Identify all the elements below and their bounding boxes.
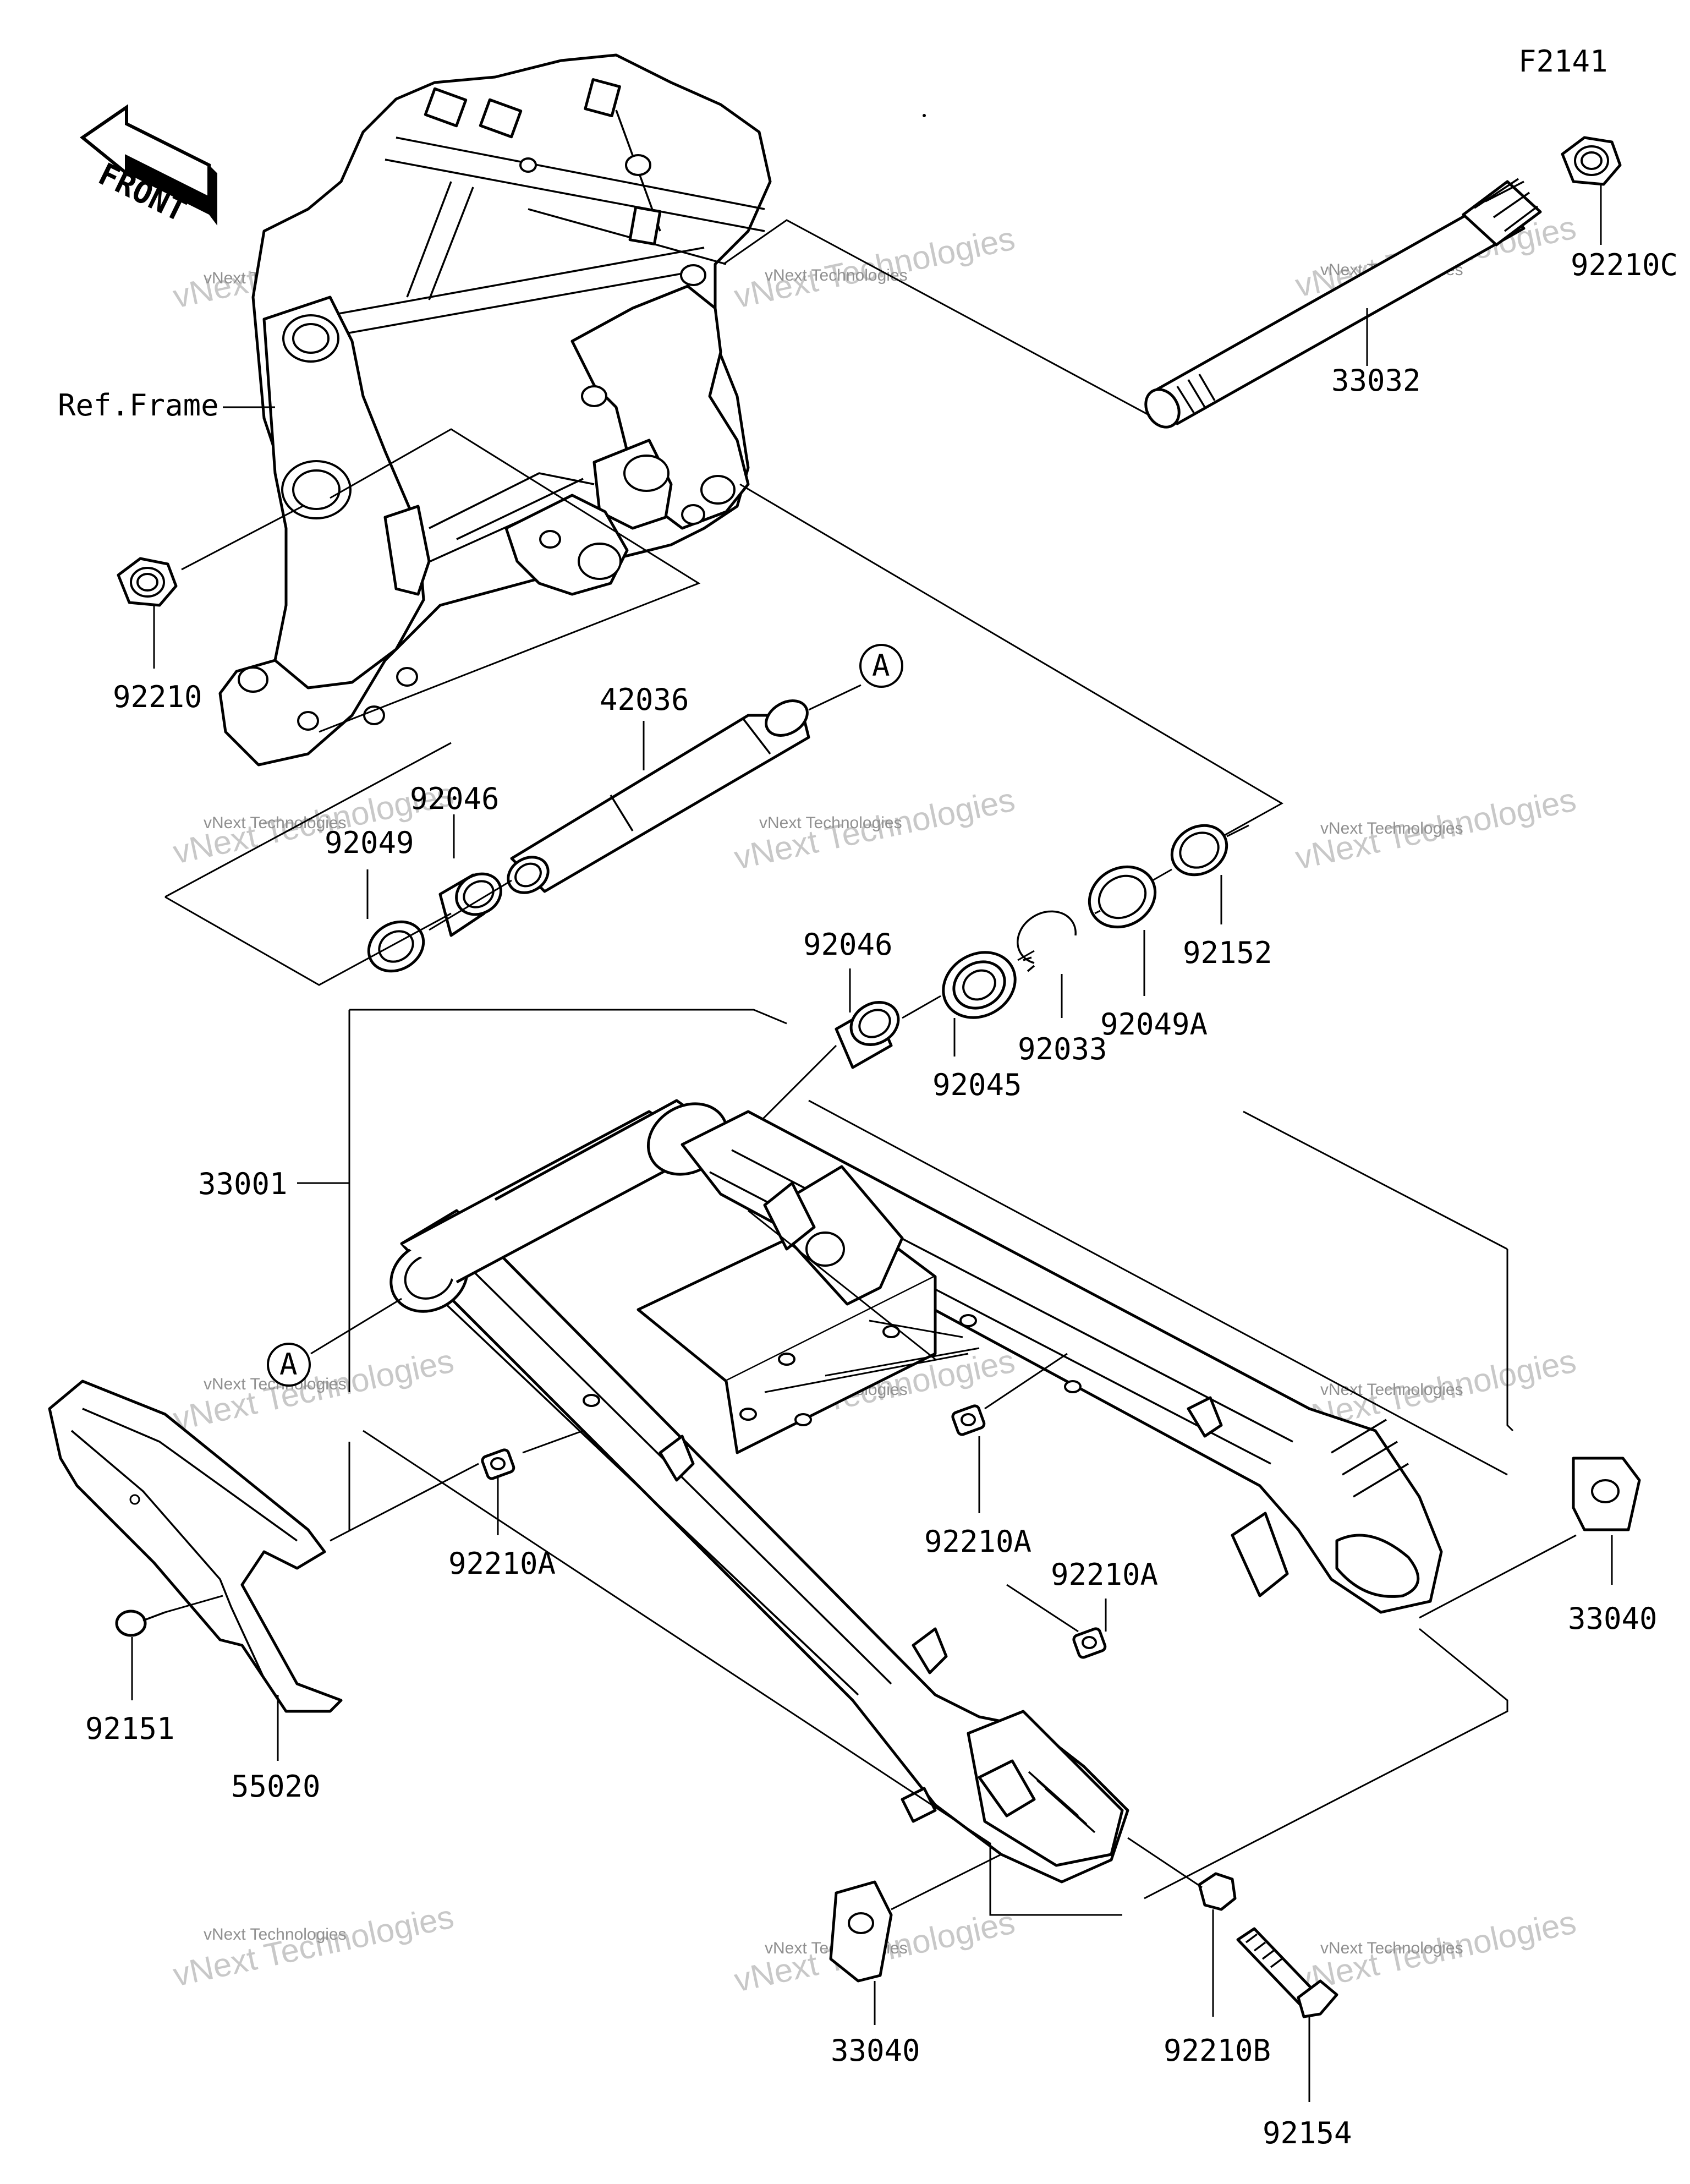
label-92046-mid: 92046 [803, 927, 893, 962]
label-33032: 33032 [1331, 363, 1421, 398]
stray-dot [923, 114, 926, 117]
swingarm-guide-bottom-left [363, 1430, 1122, 1916]
shock-mount-lines [748, 1209, 980, 1393]
svg-text:vNext Technologies: vNext Technologies [765, 266, 908, 284]
bolt-92154-icon [1236, 1927, 1338, 2018]
sleeve-92152 [1170, 824, 1228, 877]
bearing-alignment-line [747, 824, 1249, 1135]
adjuster-33040-right-icon [1572, 1457, 1641, 1531]
nut-92210A-mid-icon [951, 1404, 986, 1436]
label-92210A-right: 92210A [1051, 1557, 1158, 1592]
callout-a-left-line [310, 1298, 402, 1355]
needle-bearing-92046-top [438, 872, 502, 937]
svg-text:vNext Technologies: vNext Technologies [1320, 1381, 1463, 1399]
group-box-left [164, 742, 452, 986]
label-92049A: 92049A [1100, 1007, 1208, 1042]
swingarm-guide-bottom-right [1144, 1628, 1508, 1900]
callout-a-line [808, 684, 862, 711]
watermark-7: vNext Technologies vNext Technologies [170, 1342, 457, 1437]
svg-text:vNext Technologies: vNext Technologies [1320, 1939, 1463, 1957]
collar-42036 [507, 699, 810, 894]
adjuster-33040-right-line [1419, 1534, 1577, 1619]
ref-frame-label: Ref.Frame [58, 388, 219, 423]
label-92046-top: 92046 [410, 781, 500, 816]
nut-92210-line [181, 505, 303, 571]
label-92210: 92210 [113, 680, 202, 714]
seal-92049-icon [367, 920, 425, 973]
label-92210C: 92210C [1571, 248, 1678, 282]
pivot-shaft-33032 [1144, 178, 1542, 429]
svg-text:vNext Technologies: vNext Technologies [759, 814, 902, 832]
label-33040-bottom: 33040 [831, 2033, 920, 2068]
seal-alignment-line [429, 879, 512, 931]
label-55020: 55020 [231, 1769, 321, 1804]
svg-text:A: A [279, 1347, 298, 1382]
adjuster-33040-bottom-line [891, 1853, 1002, 1911]
svg-text:vNext Technologies: vNext Technologies [170, 1898, 457, 1993]
watermark-10: vNext Technologies vNext Technologies [170, 1898, 457, 1993]
label-92154: 92154 [1263, 2116, 1352, 2150]
label-33001: 33001 [198, 1167, 288, 1201]
nut-92210A-left-line [522, 1430, 584, 1454]
swingarm-33001 [389, 1099, 1443, 1884]
shaft-alignment-line [723, 219, 1150, 417]
svg-text:vNext Technologies: vNext Technologies [1320, 819, 1463, 838]
svg-text:vNext Technologies: vNext Technologies [204, 1925, 347, 1944]
label-92033: 92033 [1018, 1032, 1107, 1066]
nut-92210A-right-icon [1072, 1627, 1107, 1659]
label-92210A-mid: 92210A [924, 1524, 1031, 1559]
callout-a-top: A [859, 644, 903, 688]
seal-92049A-icon [1088, 865, 1157, 929]
chain-guard-55020 [48, 1380, 343, 1713]
callout-a-left: A [267, 1343, 311, 1387]
svg-text:vNext Technologies: vNext Technologies [204, 814, 347, 832]
nut-92210B-icon [1198, 1872, 1237, 1911]
label-33040-right: 33040 [1568, 1601, 1658, 1636]
chain-guard-line [330, 1463, 479, 1542]
nut-92210A-left-icon [481, 1448, 515, 1480]
watermark-12: vNext Technologies vNext Technologies [1292, 1903, 1579, 1999]
diagram-code: F2141 [1518, 44, 1608, 79]
bolt-92151-line [164, 1595, 223, 1613]
watermark-6: vNext Technologies vNext Technologies [1292, 781, 1579, 876]
label-92049: 92049 [325, 825, 414, 860]
ball-bearing-92045-icon [942, 951, 1017, 1019]
label-92152: 92152 [1183, 935, 1272, 970]
circlip-92033-icon [1017, 910, 1077, 972]
nut-92210-icon [117, 557, 178, 607]
label-92210A-left: 92210A [448, 1546, 556, 1581]
nut-92210C-icon [1561, 136, 1622, 186]
needle-bearing-92046-mid [835, 1001, 900, 1069]
watermark-5: vNext Technologies vNext Technologies [731, 781, 1018, 876]
label-92045: 92045 [932, 1068, 1022, 1102]
swingarm-guide-right [808, 1099, 1514, 1476]
front-arrow-icon: FRONT [79, 104, 217, 229]
label-92210B: 92210B [1164, 2033, 1271, 2068]
adjuster-33040-bottom-icon [829, 1880, 893, 1983]
nut-92210B-line [1127, 1837, 1203, 1889]
bolt-92151-icon [115, 1610, 166, 1637]
svg-text:A: A [872, 648, 890, 683]
frame-illustration [218, 53, 772, 767]
nut-92210A-right-line [1006, 1584, 1079, 1633]
label-92151: 92151 [85, 1711, 175, 1746]
swingarm-top-bracket [349, 1009, 787, 1025]
nut-92210A-mid-line [984, 1353, 1068, 1410]
label-42036: 42036 [600, 682, 689, 717]
